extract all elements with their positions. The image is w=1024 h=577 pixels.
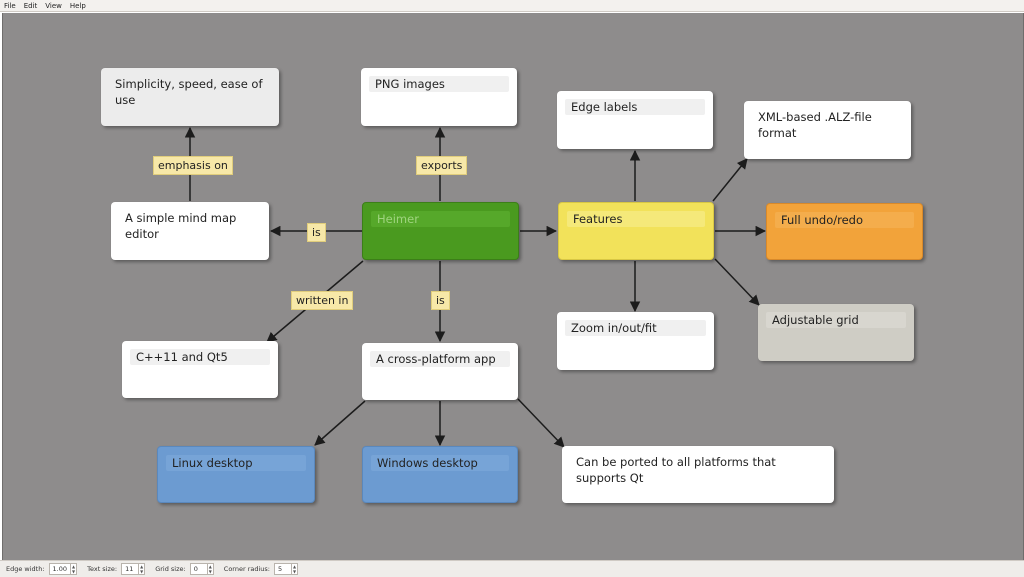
edge-features-xml	[712, 158, 748, 202]
edge-features-grid	[714, 258, 760, 306]
edge-label-emphasis-on[interactable]: emphasis on	[153, 156, 233, 175]
node-heimer-root-text: Heimer	[371, 211, 510, 227]
node-adjustable-grid-text: Adjustable grid	[766, 312, 906, 328]
node-png-images[interactable]: PNG images	[361, 68, 517, 126]
node-png-images-text: PNG images	[369, 76, 509, 92]
edge-label-is-down[interactable]: is	[431, 291, 450, 310]
node-full-undo[interactable]: Full undo/redo	[766, 203, 923, 260]
edge-cross-ported	[517, 398, 565, 448]
text-size-value: 11	[125, 565, 134, 573]
node-simplicity-text: Simplicity, speed, ease of use	[109, 76, 271, 108]
text-size-label: Text size:	[87, 565, 118, 573]
grid-size-value: 0	[193, 565, 198, 573]
edge-label-exports[interactable]: exports	[416, 156, 468, 175]
menu-view[interactable]: View	[45, 1, 62, 10]
spin-arrows-icon[interactable]: ▲▼	[70, 564, 76, 574]
node-edge-labels-text: Edge labels	[565, 99, 705, 115]
spin-arrows-icon[interactable]: ▲▼	[138, 564, 144, 574]
edge-width-label: Edge width:	[6, 565, 45, 573]
grid-size-spinbox[interactable]: 0 ▲▼	[189, 563, 214, 575]
menu-file[interactable]: File	[4, 1, 16, 10]
corner-radius-spinbox[interactable]: 5 ▲▼	[274, 563, 299, 575]
node-cpp-qt[interactable]: C++11 and Qt5	[122, 341, 278, 398]
node-full-undo-text: Full undo/redo	[775, 212, 914, 228]
node-zoom[interactable]: Zoom in/out/fit	[557, 312, 714, 370]
corner-radius-label: Corner radius:	[223, 565, 270, 573]
edge-label-written-in[interactable]: written in	[291, 291, 354, 310]
edge-width-spinbox[interactable]: 1.00 ▲▼	[48, 563, 78, 575]
edge-width-value: 1.00	[52, 565, 68, 573]
text-size-spinbox[interactable]: 11 ▲▼	[121, 563, 146, 575]
menu-edit[interactable]: Edit	[23, 1, 38, 10]
node-xml-format[interactable]: XML-based .ALZ-file format	[744, 101, 911, 159]
menu-help[interactable]: Help	[69, 1, 86, 10]
node-simplicity[interactable]: Simplicity, speed, ease of use	[101, 68, 279, 126]
node-simple-editor[interactable]: A simple mind map editor	[111, 202, 269, 260]
node-linux-desktop[interactable]: Linux desktop	[157, 446, 315, 503]
node-linux-desktop-text: Linux desktop	[166, 455, 306, 471]
spin-arrows-icon[interactable]: ▲▼	[206, 564, 212, 574]
edge-label-is-left[interactable]: is	[307, 223, 326, 242]
node-windows-desktop[interactable]: Windows desktop	[362, 446, 518, 503]
node-heimer-root[interactable]: Heimer	[362, 202, 519, 260]
menu-bar: File Edit View Help	[0, 0, 1024, 12]
node-cpp-qt-text: C++11 and Qt5	[130, 349, 270, 365]
node-cross-platform[interactable]: A cross-platform app	[362, 343, 518, 400]
grid-size-label: Grid size:	[155, 565, 186, 573]
spin-arrows-icon[interactable]: ▲▼	[291, 564, 297, 574]
node-xml-format-text: XML-based .ALZ-file format	[758, 110, 872, 140]
node-edge-labels[interactable]: Edge labels	[557, 91, 713, 149]
node-cross-platform-text: A cross-platform app	[370, 351, 510, 367]
edge-cross-linux	[314, 400, 366, 446]
status-bar: Edge width: 1.00 ▲▼ Text size: 11 ▲▼ Gri…	[0, 560, 1024, 577]
node-ported[interactable]: Can be ported to all platforms that supp…	[562, 446, 834, 503]
node-adjustable-grid[interactable]: Adjustable grid	[758, 304, 914, 361]
node-ported-text: Can be ported to all platforms that supp…	[576, 455, 776, 485]
mind-map-canvas[interactable]: Simplicity, speed, ease of use PNG image…	[2, 13, 1024, 560]
node-zoom-text: Zoom in/out/fit	[565, 320, 706, 336]
node-windows-desktop-text: Windows desktop	[371, 455, 509, 471]
node-features-text: Features	[567, 211, 705, 227]
corner-radius-value: 5	[278, 565, 283, 573]
node-simple-editor-text: A simple mind map editor	[125, 211, 237, 241]
node-features[interactable]: Features	[558, 202, 714, 260]
